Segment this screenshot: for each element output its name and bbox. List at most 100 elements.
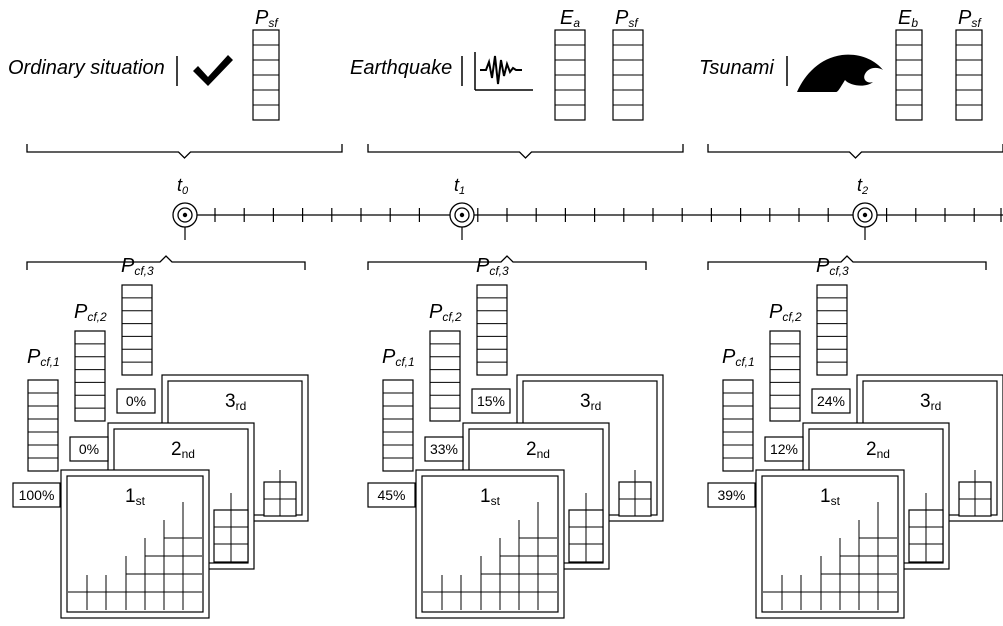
percent-frame	[764, 436, 804, 462]
floor-label: 2nd	[171, 439, 195, 461]
timeline-marker-1: t1	[449, 175, 475, 240]
event-title: Ordinary situation	[8, 57, 165, 79]
floor-label: 3rd	[580, 391, 601, 413]
vector-label: Pcf,1	[27, 346, 60, 369]
vector-box	[74, 330, 106, 422]
percent-value: 39%	[717, 487, 745, 503]
seismograph-icon	[474, 52, 533, 91]
vector-label: Pcf,2	[74, 301, 107, 324]
floor-inner-frame	[421, 475, 559, 613]
brace-path	[707, 255, 987, 270]
vector-box	[476, 284, 508, 376]
percent-value: 45%	[377, 487, 405, 503]
floor-frame-1st: 1st	[60, 469, 210, 619]
percent-box-3: 0%	[116, 388, 156, 414]
vector-pcf-1	[27, 379, 59, 472]
floor-label: 1st	[820, 486, 841, 508]
check-icon	[193, 55, 233, 86]
marker-dot	[862, 212, 868, 218]
vector-label: Pcf,1	[382, 346, 415, 369]
percent-box-2: 12%	[764, 436, 804, 462]
brace-path	[26, 144, 343, 159]
floor-label: 1st	[125, 486, 146, 508]
vector-pcf-3	[476, 284, 508, 376]
vector-label: Pcf,3	[816, 255, 849, 278]
percent-frame	[471, 388, 511, 414]
timeline: t0 t1 t2	[172, 175, 1003, 240]
percent-value: 0%	[79, 441, 99, 457]
floor-frame-1st: 1st	[415, 469, 565, 619]
floor-frame-1st: 1st	[755, 469, 905, 619]
percent-value: 0%	[126, 393, 146, 409]
floor-label: 3rd	[225, 391, 246, 413]
floor-grid	[423, 502, 557, 610]
percent-box-1: 39%	[707, 482, 756, 508]
floor-inner-frame	[66, 475, 204, 613]
vector-box	[121, 284, 153, 376]
top-brace-1	[367, 144, 684, 159]
vector-box	[816, 284, 848, 376]
timeline-marker-0: t0	[172, 175, 198, 240]
marker-dot	[459, 212, 465, 218]
floor-grid	[263, 470, 297, 517]
time-label: t0	[177, 175, 189, 197]
percent-frame	[116, 388, 156, 414]
floor-grid	[568, 493, 604, 563]
event-title: Earthquake	[350, 57, 452, 79]
seismic-wave	[480, 55, 522, 85]
percent-value: 24%	[817, 393, 845, 409]
percent-frame	[424, 436, 464, 462]
vector-label: Psf	[958, 7, 982, 30]
floor-inner-frame	[761, 475, 899, 613]
vector-label: Pcf,3	[476, 255, 509, 278]
percent-frame	[811, 388, 851, 414]
floor-grid	[958, 470, 992, 517]
event-title: Tsunami	[699, 57, 774, 79]
timeline-marker-2: t2	[852, 175, 878, 240]
floor-grid	[763, 502, 897, 610]
percent-frame	[707, 482, 756, 508]
vector-psf	[955, 29, 983, 121]
percent-box-3: 24%	[811, 388, 851, 414]
floor-label: 3rd	[920, 391, 941, 413]
brace-path	[367, 144, 684, 159]
vector-label: Pcf,1	[722, 346, 755, 369]
floor-grid	[618, 470, 652, 517]
top-brace-2	[707, 144, 1003, 159]
percent-box-3: 15%	[471, 388, 511, 414]
vector-pcf-2	[74, 330, 106, 422]
vector-label: Psf	[255, 7, 279, 30]
bottom-brace-2	[707, 255, 987, 270]
time-label: t1	[454, 175, 465, 197]
percent-value: 15%	[477, 393, 505, 409]
event-group-0: Ordinary situation Psf	[8, 7, 280, 121]
floor-grid	[68, 502, 202, 610]
vector-box	[27, 379, 59, 472]
vector-pcf-2	[769, 330, 801, 422]
vector-ea	[554, 29, 586, 121]
vector-box	[722, 379, 754, 472]
floor-grid	[908, 493, 944, 563]
vector-pcf-3	[121, 284, 153, 376]
percent-box-2: 0%	[69, 436, 109, 462]
percent-box-1: 45%	[367, 482, 416, 508]
percent-frame	[12, 482, 61, 508]
brace-path	[26, 255, 306, 270]
percent-frame	[69, 436, 109, 462]
floor-label: 2nd	[866, 439, 890, 461]
wave-icon	[797, 54, 883, 92]
vector-psf	[612, 29, 644, 121]
vector-box	[382, 379, 414, 472]
brace-path	[707, 144, 1003, 159]
percent-frame	[367, 482, 416, 508]
top-brace-0	[26, 144, 343, 159]
vector-pcf-1	[382, 379, 414, 472]
time-label: t2	[857, 175, 868, 197]
brace-path	[367, 255, 647, 270]
percent-value: 12%	[770, 441, 798, 457]
vector-label: Pcf,2	[769, 301, 802, 324]
